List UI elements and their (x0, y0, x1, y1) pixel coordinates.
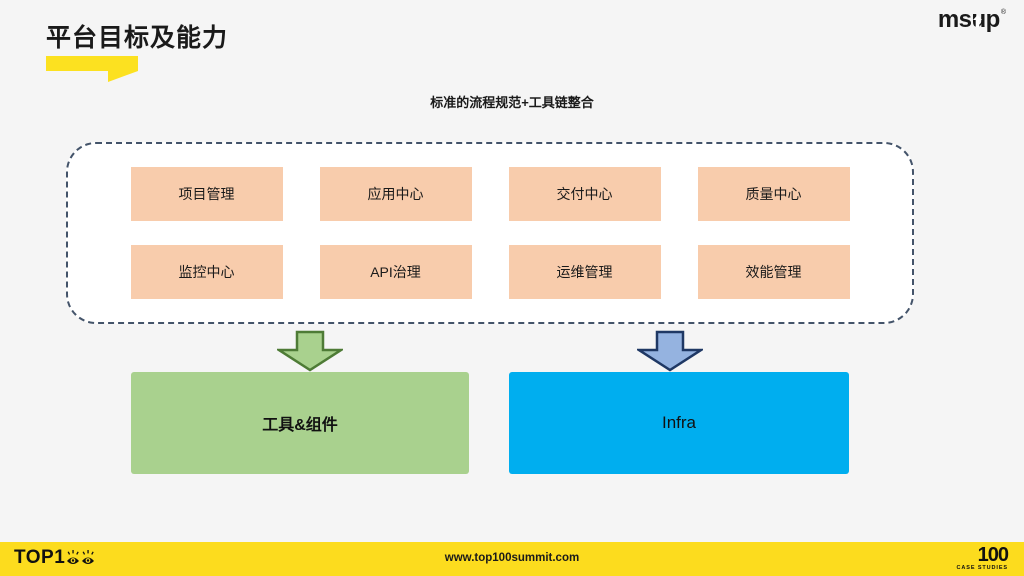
capability-box[interactable]: API治理 (319, 245, 472, 299)
badge-caption: CASE STUDIES (956, 565, 1008, 571)
badge-number: 100 (977, 544, 1009, 566)
capability-box[interactable]: 监控中心 (130, 245, 283, 299)
platform-box-infra[interactable]: Infra (509, 372, 849, 474)
diagram-subtitle: 标准的流程规范+工具链整合 (430, 95, 594, 110)
capability-box[interactable]: 应用中心 (319, 167, 472, 221)
registered-trademark-icon: ® (1000, 9, 1006, 16)
arrow-down-icon (637, 330, 703, 372)
capability-box[interactable]: 项目管理 (130, 167, 283, 221)
msup-logo-text: msup (937, 6, 1001, 33)
case-studies-badge: 100 CASE STUDIES (956, 544, 1009, 572)
capability-box[interactable]: 质量中心 (697, 167, 850, 221)
capability-box[interactable]: 交付中心 (508, 167, 661, 221)
top100-logo: TOP1 (14, 548, 96, 567)
capability-box[interactable]: 效能管理 (697, 245, 850, 299)
capability-grid: 项目管理 应用中心 交付中心 质量中心 监控中心 API治理 运维管理 效能管理 (68, 144, 912, 322)
eyes-icon (66, 549, 96, 567)
title-underline-accent (46, 56, 138, 71)
footer-url[interactable]: www.top100summit.com (444, 552, 580, 564)
platform-box-tools[interactable]: 工具&组件 (131, 372, 469, 474)
up-arrow-icon (972, 15, 982, 27)
msup-logo: msup ® (938, 8, 1006, 32)
title-underline-tail (108, 71, 138, 82)
top100-logo-text: TOP1 (14, 547, 66, 568)
capability-container: 项目管理 应用中心 交付中心 质量中心 监控中心 API治理 运维管理 效能管理 (66, 142, 914, 324)
page-title: 平台目标及能力 (46, 24, 229, 52)
capability-box[interactable]: 运维管理 (508, 245, 661, 299)
footer-bar: TOP1 www.top100summi (0, 542, 1024, 576)
arrow-down-icon (277, 330, 343, 372)
